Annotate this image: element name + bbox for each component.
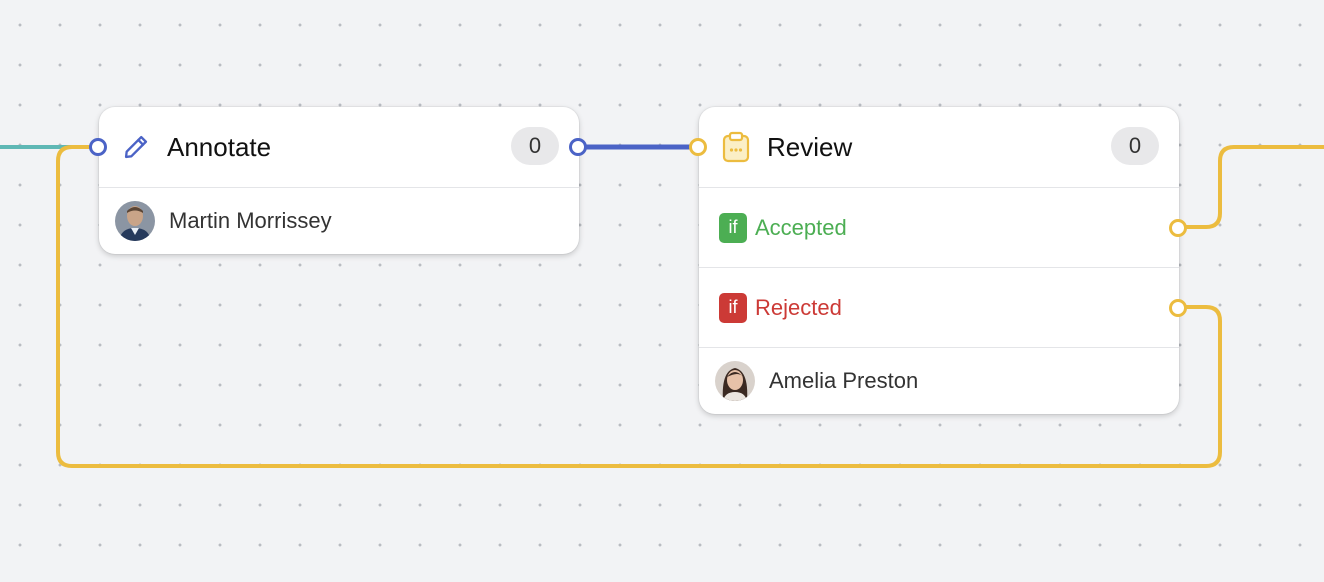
assignee-row[interactable]: Martin Morrissey	[99, 188, 579, 254]
if-badge: if	[719, 212, 747, 243]
edge-accepted-out	[1184, 145, 1324, 229]
avatar	[115, 201, 155, 241]
condition-label: Accepted	[755, 214, 847, 240]
annotate-node[interactable]: Annotate 0 Martin Morrissey	[89, 107, 587, 254]
annotate-node-header: Annotate 0	[99, 107, 579, 188]
rejected-output-port[interactable]	[1169, 299, 1187, 317]
condition-row-accepted[interactable]: if Accepted	[699, 188, 1187, 268]
avatar	[715, 361, 755, 401]
edge-rejected-loop	[56, 145, 1222, 468]
count-badge: 0	[511, 127, 559, 165]
accepted-output-port[interactable]	[1169, 219, 1187, 237]
node-title: Review	[767, 131, 853, 162]
condition-label: Rejected	[755, 294, 842, 320]
count-badge: 0	[1111, 127, 1159, 165]
assignee-name: Martin Morrissey	[169, 208, 332, 233]
annotate-input-port[interactable]	[89, 138, 107, 156]
review-input-port[interactable]	[689, 138, 707, 156]
review-node-header: Review 0	[699, 107, 1179, 188]
assignee-row[interactable]: Amelia Preston	[699, 348, 1179, 414]
if-badge: if	[719, 292, 747, 323]
pencil-icon	[121, 132, 151, 162]
annotate-output-port[interactable]	[569, 138, 587, 156]
condition-row-rejected[interactable]: if Rejected	[699, 268, 1187, 348]
assignee-name: Amelia Preston	[769, 368, 919, 393]
node-title: Annotate	[167, 131, 272, 162]
review-node[interactable]: Review 0 if Accepted if Rejected Amelia …	[689, 107, 1187, 414]
clipboard-icon	[721, 131, 751, 163]
